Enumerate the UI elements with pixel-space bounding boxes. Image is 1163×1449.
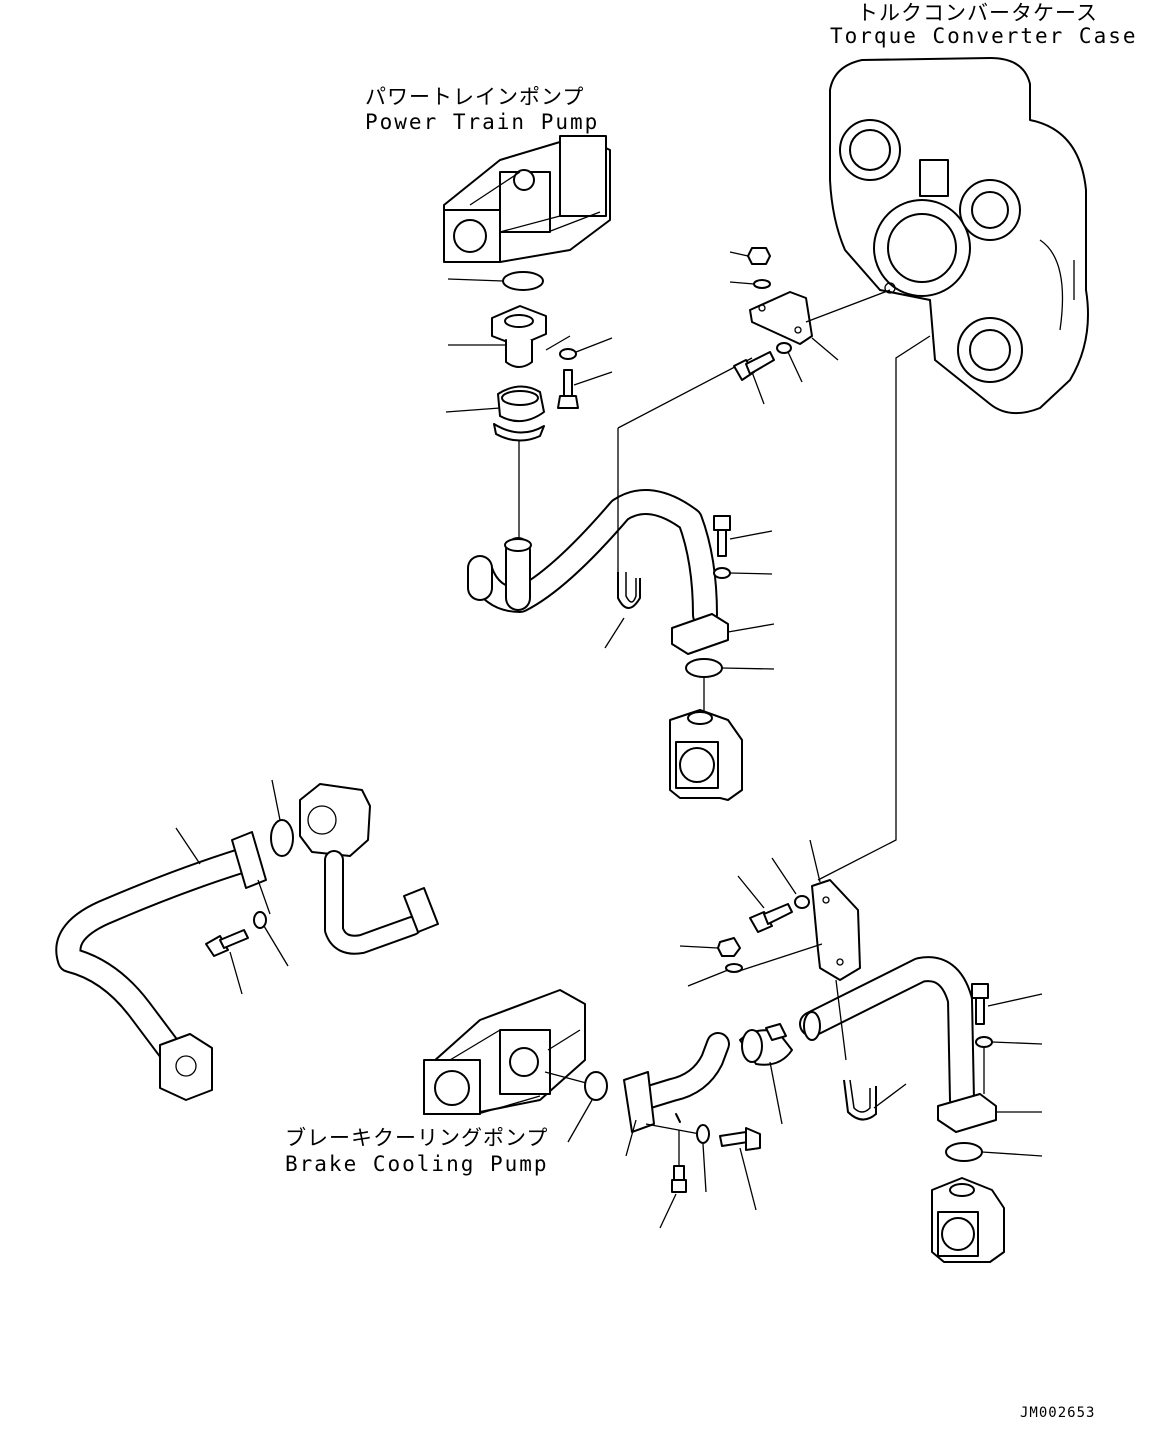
leader-fitting-1 [659, 1193, 677, 1229]
leader-bolt-2 [729, 530, 773, 540]
leader-o-ring-3 [271, 779, 281, 821]
leader-o-ring-2 [721, 667, 775, 670]
leader-bolt-7 [987, 993, 1043, 1007]
leader-washer-7 [771, 857, 797, 895]
leader-bolt-4 [229, 951, 243, 995]
leader-bracket-2 [809, 839, 821, 883]
o-ring-2 [685, 658, 723, 678]
lower-right-pipe [799, 956, 997, 1133]
o-ring-4 [584, 1071, 608, 1101]
bolt-5 [719, 1127, 761, 1151]
torque-converter-case [829, 57, 1089, 415]
brake-cooling-pump-label-en: Brake Cooling Pump [285, 1152, 549, 1176]
leader-washer-2 [729, 572, 773, 575]
leader-washer-8 [687, 969, 729, 987]
leader-washer-1 [575, 337, 613, 353]
pipe-clip-1 [617, 572, 641, 609]
brake-cooling-pump [423, 989, 586, 1115]
washer-6 [696, 1124, 710, 1144]
leader-elbow-pipe [625, 1119, 637, 1157]
bracket-1 [749, 291, 813, 345]
elbow-pipe [623, 1032, 730, 1133]
bolt-2 [713, 515, 731, 557]
guide-bracket-case [805, 289, 891, 323]
bolt-7 [971, 983, 989, 1025]
leader-washer-3 [729, 281, 755, 285]
guide-elbow-washer [645, 1123, 701, 1135]
fitting-1 [671, 1165, 687, 1193]
leader-nut-2 [679, 945, 719, 949]
power-train-pump-label-jp: パワートレインポンプ [365, 85, 584, 109]
leader-washer-4 [787, 351, 803, 383]
nut-2 [717, 937, 741, 957]
leader-bolt-3 [751, 371, 765, 405]
torque-converter-case-label-en: Torque Converter Case [830, 24, 1138, 48]
leader-bracket-1 [811, 337, 839, 361]
bolt-3 [733, 351, 775, 381]
leader-o-ring-4 [567, 1099, 593, 1143]
leader-o-ring-1 [447, 278, 504, 282]
power-train-pump-label-en: Power Train Pump [365, 110, 599, 134]
guide-brake-pump-o-ring [544, 1071, 591, 1085]
leader-bolt-6 [737, 875, 765, 909]
leader-washer-9 [991, 1041, 1043, 1045]
washer-9 [975, 1036, 993, 1048]
torque-converter-case-label-jp: トルクコンバータケース [857, 1, 1098, 25]
o-ring-3 [270, 819, 294, 857]
guide-flange-washer [545, 335, 571, 351]
leader-pipe-clip-1 [604, 617, 625, 649]
washer-4 [776, 342, 792, 354]
washer-3 [753, 279, 771, 289]
o-ring-5 [945, 1142, 983, 1162]
guide-clip-2 [835, 979, 847, 1061]
power-train-pump [443, 135, 611, 263]
washer-2 [713, 567, 731, 579]
leader-hose-clamp-2 [769, 1061, 783, 1125]
bracket-2 [811, 879, 861, 981]
washer-8 [725, 963, 743, 973]
leader-pipe-flange [727, 623, 775, 633]
valve-housing-3 [931, 1177, 1005, 1263]
brake-cooling-pump-label-jp: ブレーキクーリングポンプ [285, 1126, 548, 1150]
leader-bolt-1 [573, 371, 613, 386]
valve-housing-1 [669, 709, 743, 801]
hose-clamp-2 [739, 1023, 793, 1066]
drawing-code: JM002653 [1020, 1405, 1095, 1421]
leader-hose-clamp-1 [445, 407, 501, 413]
leader-left-pipe [175, 827, 201, 865]
leader-washer-5 [263, 925, 289, 967]
washer-1 [559, 348, 577, 360]
bolt-4 [205, 929, 249, 957]
guide-bracket-pipe [617, 357, 753, 429]
washer-7 [794, 895, 810, 909]
bolt-1 [557, 369, 579, 409]
washer-5 [253, 911, 267, 929]
flange-block [491, 305, 547, 368]
bolt-6 [749, 903, 793, 933]
leader-bolt-5 [739, 1147, 757, 1211]
guide-left-pipe-washer [257, 879, 271, 915]
pipe-clip-2 [843, 1079, 877, 1121]
guide-bracket-2-washer [735, 943, 823, 973]
o-ring-1 [502, 271, 544, 291]
leader-o-ring-5 [981, 1151, 1043, 1157]
thin-pipe [324, 850, 439, 955]
leader-pipe-clip-2 [873, 1083, 907, 1109]
valve-housing-2 [299, 783, 371, 857]
guide-case-lower-bracket [817, 335, 931, 881]
leader-nut-1 [729, 251, 749, 257]
upper-pipe [467, 489, 729, 655]
nut-1 [747, 247, 771, 265]
leader-washer-6 [702, 1143, 707, 1193]
left-pipe [55, 831, 267, 1101]
hose-clamp-1 [493, 385, 545, 442]
